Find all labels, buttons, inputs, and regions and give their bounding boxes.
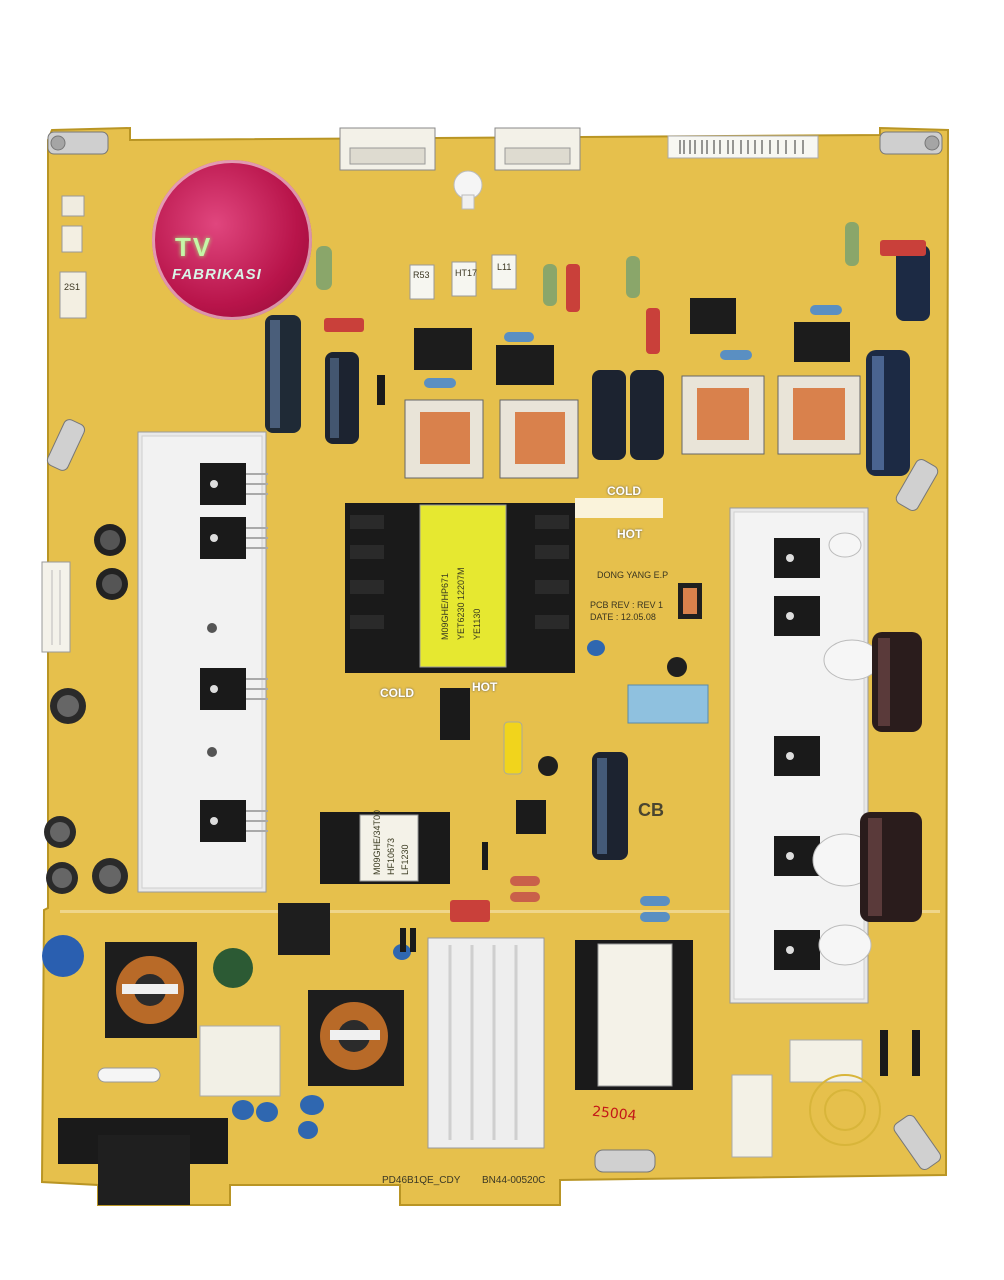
- fuse: [97, 1067, 161, 1083]
- chip-label-2: HT17: [455, 268, 478, 278]
- logo-text-tv: TV: [175, 232, 213, 262]
- chip-label-1: R53: [413, 270, 430, 280]
- mounting-clip-left: [46, 419, 86, 471]
- resistor: [316, 222, 926, 922]
- silkscreen-date: DATE : 12.05.08: [590, 612, 656, 622]
- transistor: [414, 298, 850, 385]
- inductor-orange: [404, 375, 861, 479]
- silkscreen-cb-mark: CB: [638, 800, 664, 820]
- chip-label-3: L11: [497, 262, 512, 272]
- main-transformer-label-3: YE1130: [472, 608, 482, 640]
- diode: [377, 375, 920, 1076]
- silkscreen-cold-top: COLD: [607, 484, 641, 498]
- film-capacitor: [199, 1025, 281, 1097]
- mounting-clip-right: [895, 459, 939, 511]
- silkscreen-part-number: BN44-00520C: [482, 1175, 546, 1186]
- relay: [278, 903, 330, 955]
- small-transformer: [320, 812, 450, 884]
- common-mode-choke: [308, 990, 404, 1086]
- silkscreen-model-code: PD46B1QE_CDY: [382, 1175, 461, 1186]
- small-transformer-label-1: M09GHE/34T00: [372, 809, 382, 875]
- rectifier: [774, 538, 820, 970]
- side-label: 2S1: [64, 282, 81, 292]
- y-capacitor: [232, 1095, 324, 1139]
- film-capacitor: [503, 721, 523, 775]
- optocoupler: [440, 688, 470, 740]
- mounting-clip-bottom-right: [893, 1114, 942, 1170]
- silkscreen-hot-mid: HOT: [472, 680, 498, 694]
- film-capacitor: [731, 1074, 773, 1158]
- ac-inlet: [58, 1118, 228, 1205]
- silkscreen-cold-mid: COLD: [380, 686, 414, 700]
- logo-text-name: FABRIKASI: [172, 266, 262, 283]
- main-transformer-label-1: M09GHE/HP671: [440, 572, 450, 640]
- connector-cn3: [41, 561, 71, 653]
- silkscreen-maker: DONG YANG E.P: [597, 570, 669, 580]
- mounting-clip-bottom-mid: [594, 1149, 656, 1173]
- mounting-clip-top-right: [879, 131, 943, 155]
- silkscreen-rev: PCB REV : REV 1: [590, 600, 664, 610]
- barcode-sticker: [667, 135, 819, 159]
- small-transformer-label-3: LF1230: [400, 844, 410, 875]
- common-mode-choke: [105, 942, 197, 1038]
- main-transformer: [345, 503, 575, 673]
- thermistor: [213, 948, 253, 988]
- capacitor: [44, 524, 128, 894]
- standby-transformer: [575, 940, 693, 1090]
- film-capacitor: [627, 684, 709, 724]
- heatsink-bottom: [427, 937, 545, 1149]
- small-transformer-label-2: HF10673: [386, 837, 396, 875]
- x-capacitor: [42, 935, 84, 977]
- mosfet: [200, 463, 246, 842]
- watermark-logo: [152, 160, 312, 320]
- silkscreen-hot-top: HOT: [617, 527, 643, 541]
- electrolytic-capacitor: [265, 245, 930, 476]
- main-transformer-label-2: YET6230 12207M: [456, 567, 466, 640]
- ic-chip: [516, 800, 546, 834]
- mounting-clip-top-left: [47, 131, 109, 155]
